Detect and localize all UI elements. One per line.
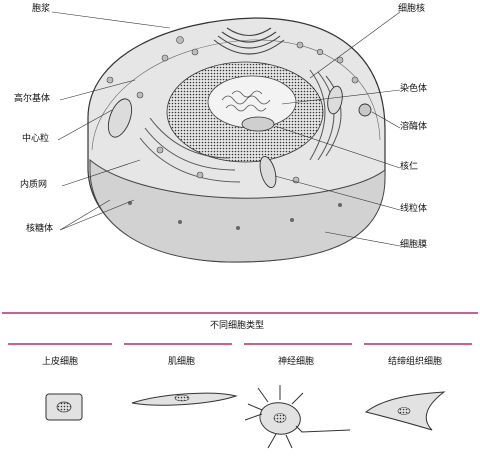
label-nerve: 神经细胞 [278,357,315,367]
types-title: 不同细胞类型 [210,321,265,331]
connective-cell [364,391,446,431]
label-nucleolus: 核仁 [400,162,419,172]
muscle-cell [131,392,238,406]
cell-top-surface [91,39,381,151]
lysosome [358,103,372,117]
label-centriole: 中心粒 [22,134,50,144]
label-nucleus: 细胞核 [398,4,426,14]
label-lysosome: 溶酶体 [400,122,428,132]
nucleolus [241,116,275,132]
label-ribosome: 核糖体 [26,224,54,234]
label-membrane: 细胞膜 [400,240,428,250]
chromatin [221,90,271,112]
vesicles [106,36,359,184]
label-mitochondria: 线粒体 [400,204,428,214]
label-muscle: 肌细胞 [168,357,196,367]
epithelial-cell [45,393,83,421]
label-connective: 结缔组织细胞 [388,357,443,367]
label-cytoplasm: 胞浆 [32,4,51,14]
golgi-stack [213,27,285,55]
leader-lines [51,11,401,247]
label-chromatin: 染色体 [400,84,428,94]
label-epithelial: 上皮细胞 [42,357,79,367]
nerve-cell [244,385,351,449]
label-golgi: 高尔基体 [14,94,51,104]
cell-cut-face [89,158,386,263]
label-er: 内质网 [20,180,48,190]
mitochondria [107,85,343,189]
